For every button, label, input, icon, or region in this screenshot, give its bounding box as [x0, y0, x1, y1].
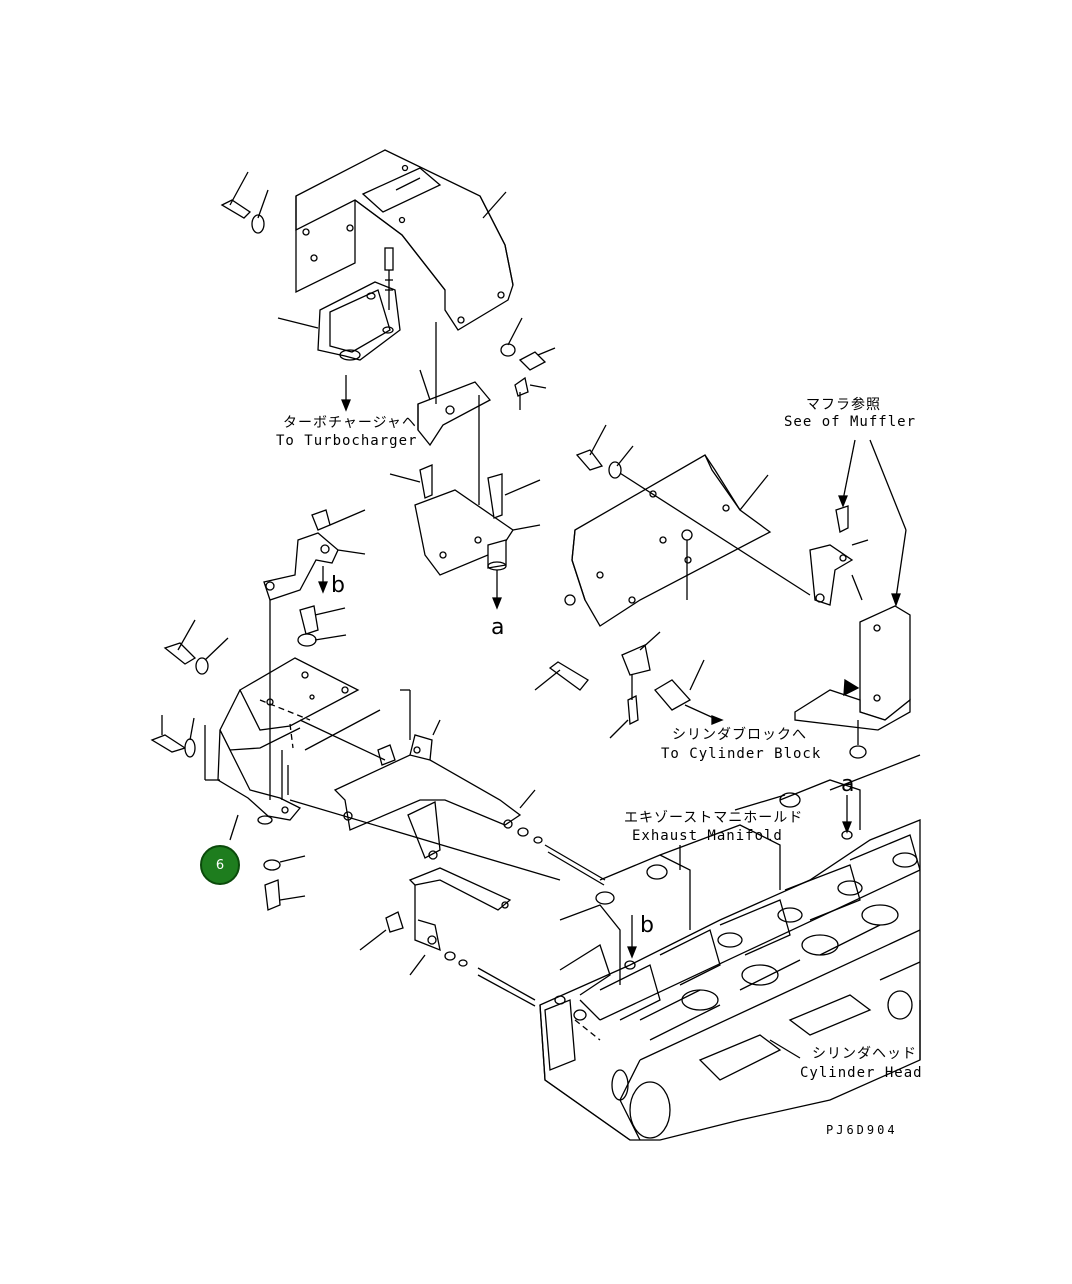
turbo-bracket — [277, 281, 401, 412]
mounting-plate-center — [389, 464, 541, 610]
angle-bracket-center — [417, 322, 492, 505]
manifold-studs — [444, 827, 606, 1007]
muffler-small-bracket — [809, 505, 869, 606]
cylinder-head-label-jp: シリンダヘッド — [812, 1046, 917, 1062]
drawing-code: PJ6D904 — [826, 1123, 898, 1137]
ref-letter-b-head: b — [640, 913, 654, 938]
cylinder-block-label-jp: シリンダブロックへ — [672, 727, 807, 743]
muffler-stay — [794, 605, 911, 731]
cylinder-head-label-en: Cylinder Head — [800, 1065, 923, 1081]
cylinder-block-fasteners — [534, 631, 724, 739]
muffler-bracket-upper — [564, 424, 811, 627]
ref-letter-a-head: a — [841, 772, 855, 797]
bolt-washer-shield-right — [500, 317, 556, 410]
turbo-heat-shield — [295, 149, 514, 331]
manifold-brackets — [289, 689, 561, 976]
cylinder-head — [539, 720, 921, 1141]
ref-letter-b-top: b — [331, 573, 345, 598]
head-ref-arrows — [627, 794, 852, 959]
stud-bolt-top — [384, 247, 394, 310]
muffler-label-jp: マフラ参照 — [806, 397, 881, 413]
label-leaders — [579, 999, 801, 1059]
left-bracket-assembly — [150, 509, 366, 911]
cylinder-block-label-en: To Cylinder Block — [661, 746, 822, 762]
turbo-label-en: To Turbocharger — [276, 433, 418, 449]
exhaust-manifold-label-en: Exhaust Manifold — [632, 828, 783, 844]
turbo-label-jp: ターボチャージャヘ — [283, 415, 417, 431]
muffler-arrows — [838, 439, 907, 607]
exhaust-manifold-label-jp: エキゾーストマニホールド — [624, 810, 804, 826]
muffler-label-en: See of Muffler — [784, 414, 917, 430]
bolt-washer-top-left — [220, 171, 269, 234]
ref-letter-a-top: a — [491, 615, 505, 640]
callout-6-button[interactable]: 6 — [200, 845, 240, 885]
